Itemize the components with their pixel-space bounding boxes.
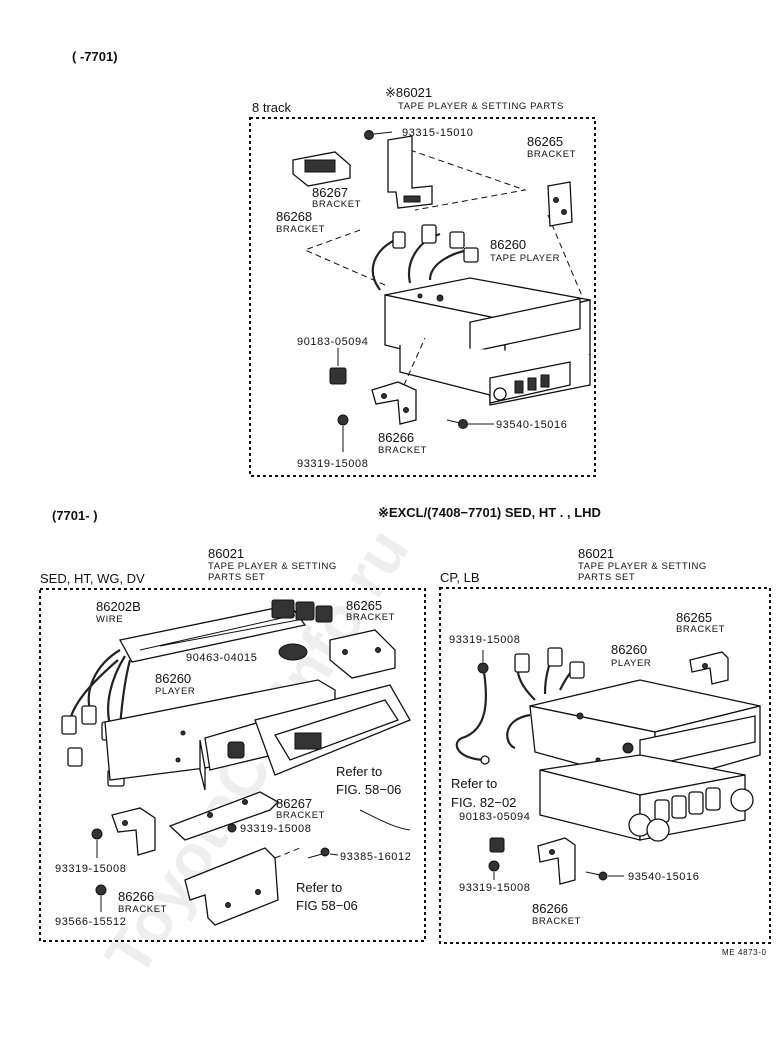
bolt-93315-drawing [364, 130, 393, 140]
part-86265-number: 86265 [527, 134, 563, 149]
part-90183-05094: 90183-05094 [297, 336, 368, 348]
player-86260-drawing [104, 679, 411, 791]
top-guide-line [403, 337, 426, 386]
part-93540-15016: 93540-15016 [496, 419, 567, 431]
part-86267-number: 86267 [312, 185, 348, 200]
right-panel-frame [439, 587, 771, 944]
right-variant-label: CP, LB [440, 570, 480, 585]
left-ref-1-line1: Refer to [336, 764, 382, 779]
part-86265-desc: BRACKET [527, 149, 576, 160]
bracket-86265-drawing [329, 629, 396, 679]
part-86268-number: 86268 [276, 209, 312, 224]
figure-code: ME 4873-0 [722, 948, 767, 957]
lower-right-note-header: ※EXCL/(7408−7701) SED, HT . , LHD [378, 505, 601, 520]
wire-harness-86202B-drawing [61, 599, 333, 787]
left-panel-frame [39, 588, 426, 942]
part-86260-desc: PLAYER [155, 686, 195, 697]
top-range-header: ( -7701) [72, 49, 118, 64]
bolt-93319-drawing [91, 828, 103, 858]
part-86267-desc: BRACKET [276, 810, 325, 821]
top-guide-line [409, 149, 527, 211]
bolt-93319-drawing [337, 414, 349, 452]
screw-93385-drawing [307, 847, 339, 859]
left-variant-label: SED, HT, WG, DV [40, 571, 145, 586]
lower-left-range-header: (7701- ) [52, 508, 98, 523]
part-86265-number: 86265 [346, 598, 382, 613]
screw-93540-drawing [585, 871, 624, 881]
tape-player-86260-drawing [371, 224, 591, 406]
bracket-86266-drawing [111, 807, 156, 856]
part-86268-desc: BRACKET [276, 224, 325, 235]
part-86266-number: 86266 [532, 901, 568, 916]
part-93319-15008-left: 93319-15008 [55, 863, 126, 875]
bracket-86265-drawing [689, 651, 729, 685]
clip-90463-drawing [278, 643, 308, 661]
right-ref-line1: Refer to [451, 776, 497, 791]
top-set-description: TAPE PLAYER & SETTING PARTS [398, 101, 564, 112]
part-93385-16012: 93385-16012 [340, 851, 411, 863]
dash-unit-drawing [539, 754, 754, 842]
left-ref-2-line1: Refer to [296, 880, 342, 895]
part-86260-desc: PLAYER [611, 658, 651, 669]
part-86266-desc: BRACKET [532, 916, 581, 927]
part-86265-desc: BRACKET [346, 612, 395, 623]
nut-90183-drawing [489, 837, 505, 853]
top-variant-label: 8 track [252, 100, 292, 115]
part-86260-number: 86260 [490, 237, 526, 252]
part-86265-desc: BRACKET [676, 624, 725, 635]
part-93319-15008-top: 93319-15008 [449, 634, 520, 646]
part-93319-15008-center: 93319-15008 [240, 823, 311, 835]
right-set-part-number: 86021 [578, 546, 614, 561]
part-86202B-number: 86202B [96, 599, 141, 614]
part-93315-15010: 93315-15010 [402, 127, 473, 139]
part-86266-number: 86266 [378, 430, 414, 445]
bolt-93319-drawing [488, 860, 500, 880]
top-set-part-number: ※86021 [385, 85, 432, 100]
part-93566-15512: 93566-15512 [55, 916, 126, 928]
nut-90183-drawing [329, 367, 347, 385]
part-93319-15008: 93319-15008 [297, 458, 368, 470]
part-86266-desc: BRACKET [118, 904, 167, 915]
left-panel: SED, HT, WG, DV 86021 TAPE PLAYER & SETT… [39, 546, 426, 942]
left-ref-2-line2: FIG 58−06 [296, 898, 358, 913]
part-86260-number: 86260 [611, 642, 647, 657]
left-set-description-1: TAPE PLAYER & SETTING [208, 561, 337, 572]
bracket-86265-drawing [547, 181, 573, 227]
screw-93540-drawing [446, 419, 494, 429]
bolt-93319-drawing [477, 650, 489, 674]
part-86266-number: 86266 [118, 889, 154, 904]
left-guide-line [274, 847, 301, 859]
screw-93319-drawing [227, 823, 237, 833]
part-93540-15016: 93540-15016 [628, 871, 699, 883]
bracket-86268-drawing [292, 151, 351, 187]
part-93319-15008-bottom: 93319-15008 [459, 882, 530, 894]
left-ref-1-line2: FIG. 58−06 [336, 782, 401, 797]
bracket-86267-drawing [168, 791, 280, 841]
part-86267-desc: BRACKET [312, 199, 361, 210]
part-90183-05094: 90183-05094 [459, 811, 530, 823]
right-panel: CP, LB 86021 TAPE PLAYER & SETTING PARTS… [439, 546, 771, 944]
right-ref-line2: FIG. 82−02 [451, 795, 516, 810]
part-86266-desc: BRACKET [378, 445, 427, 456]
part-90463-04015: 90463-04015 [186, 652, 257, 664]
left-set-part-number: 86021 [208, 546, 244, 561]
top-panel: 8 track ※86021 TAPE PLAYER & SETTING PAR… [249, 85, 596, 477]
part-86265-number: 86265 [676, 610, 712, 625]
left-set-description-2: PARTS SET [208, 572, 265, 583]
right-set-description-1: TAPE PLAYER & SETTING [578, 561, 707, 572]
part-86202B-desc: WIRE [96, 614, 123, 625]
right-set-description-2: PARTS SET [578, 572, 635, 583]
top-panel-frame [249, 117, 596, 477]
part-86267-number: 86267 [276, 796, 312, 811]
part-86260-number: 86260 [155, 671, 191, 686]
bracket-86267-drawing [387, 135, 433, 209]
bracket-86266-drawing [537, 837, 576, 885]
bracket-86266-drawing [371, 381, 417, 425]
lower-support-bracket-drawing [184, 847, 279, 926]
screw-93566-drawing [95, 884, 107, 912]
part-86260-desc: TAPE PLAYER [490, 253, 560, 264]
